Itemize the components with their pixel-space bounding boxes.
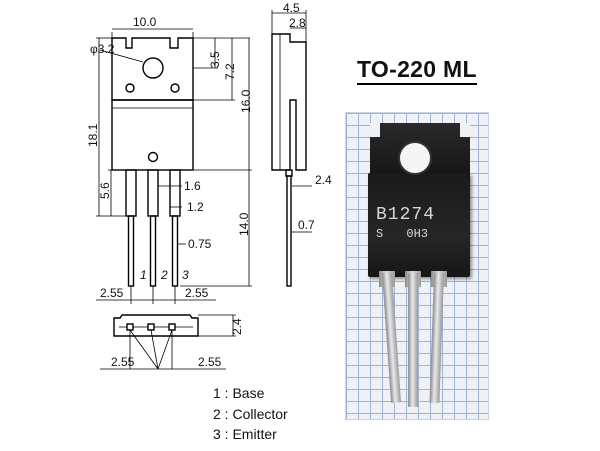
photo-lead-2 — [408, 273, 418, 407]
dim-pin-thickness: 1.2 — [187, 200, 204, 214]
dim-hole: φ3.2 — [90, 42, 115, 56]
dim-tab-height: 7.2 — [223, 63, 237, 80]
pin-number-2: 2 — [160, 268, 168, 282]
pin-number-1: 1 — [140, 268, 147, 282]
photo-marking-part: B1274 — [376, 205, 436, 225]
photo-marking-code: S 0H3 — [376, 227, 429, 241]
dim-hole-offset: 3.5 — [208, 51, 222, 68]
bottom-view — [113, 314, 199, 337]
dim-pin-width: 1.6 — [184, 179, 201, 193]
dim-width: 10.0 — [133, 15, 157, 29]
dim-bottom-height: 2.4 — [230, 318, 244, 335]
dim-total-left: 18.1 — [86, 123, 100, 147]
dim-lead-length: 14.0 — [237, 212, 251, 236]
dim-pitch-left: 2.55 — [100, 286, 124, 300]
dim-tab-depth: 2.8 — [289, 16, 306, 30]
pin-map-item: 1 : Base — [213, 385, 265, 401]
front-view — [111, 37, 194, 287]
dim-bottom-pitch-left: 2.55 — [111, 355, 135, 369]
photo-mounting-hole — [398, 141, 432, 175]
side-dimension-lines — [271, 10, 312, 233]
dim-bottom-pitch-right: 2.55 — [198, 355, 222, 369]
photo-body — [368, 173, 470, 277]
dim-lead-thickness: 0.7 — [298, 218, 315, 232]
package-title: TO-220 ML — [357, 56, 477, 85]
photo-tab-notch — [370, 123, 380, 137]
dim-depth: 4.5 — [283, 1, 300, 15]
pin-map-item: 3 : Emitter — [213, 426, 277, 442]
dim-lead-shoulder: 5.6 — [98, 182, 112, 199]
component-photo: B1274 S 0H3 — [345, 112, 489, 420]
pin-map: 1 : Base 2 : Collector 3 : Emitter — [213, 383, 288, 445]
front-dimension-lines — [96, 28, 252, 304]
photo-lead-3 — [429, 272, 444, 404]
pin-map-item: 2 : Collector — [213, 405, 288, 422]
photo-tab-notch — [460, 123, 470, 137]
dim-lead-width: 0.75 — [188, 237, 212, 251]
pin-number-3: 3 — [182, 268, 189, 282]
dim-body-height: 16.0 — [239, 89, 253, 113]
photo-lead-1 — [382, 272, 402, 404]
side-view — [271, 33, 307, 287]
dim-lead-offset: 2.4 — [315, 173, 332, 187]
dim-pitch-right: 2.55 — [185, 286, 209, 300]
bottom-dimension-lines — [100, 314, 236, 370]
